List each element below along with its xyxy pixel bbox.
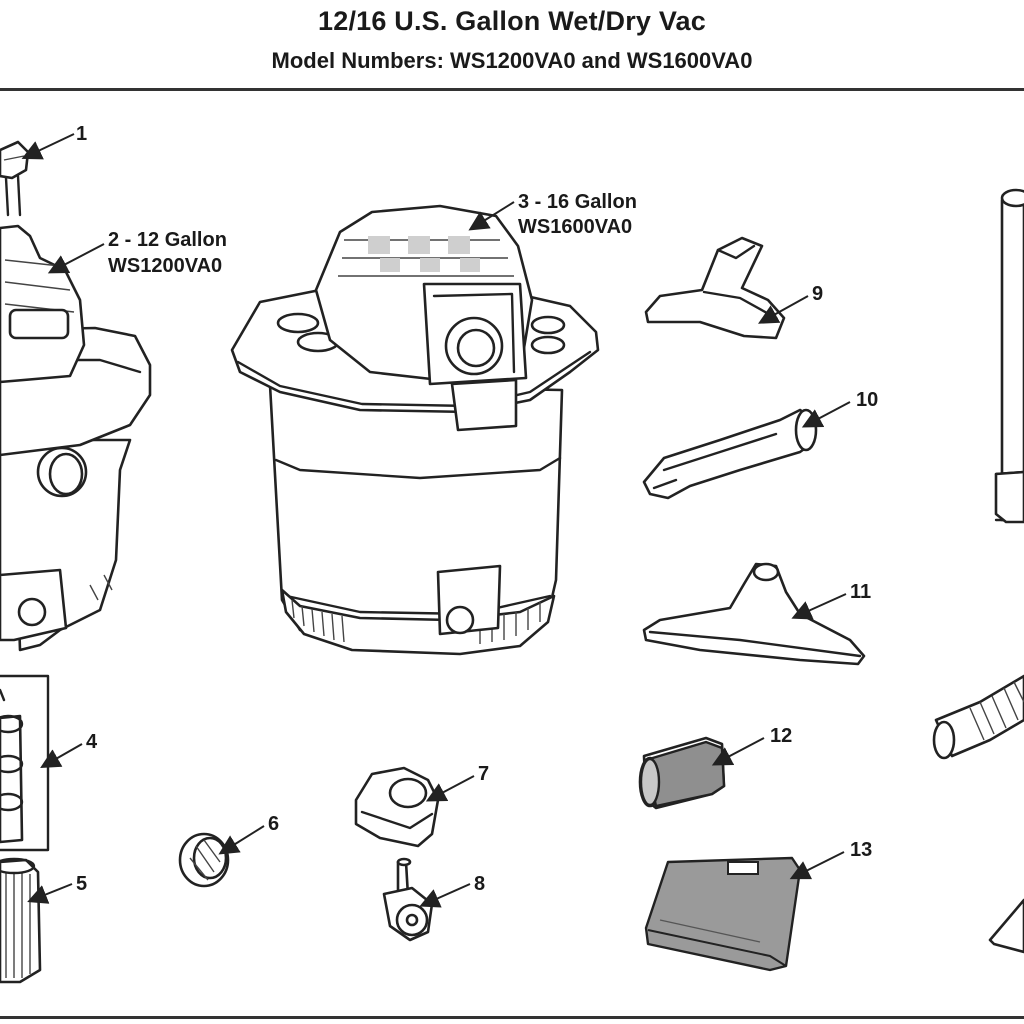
footer-divider — [0, 1016, 1024, 1019]
hose-partial — [932, 674, 1024, 760]
diagram-title: 12/16 U.S. Gallon Wet/Dry Vac — [318, 6, 706, 36]
callout-6: 6 — [268, 813, 279, 835]
accessory-partial — [988, 898, 1024, 954]
part-11-floor-nozzle — [642, 562, 866, 666]
callout-7: 7 — [478, 763, 489, 785]
header-divider — [0, 88, 1024, 91]
callout-11: 11 — [850, 581, 871, 603]
callout-9: 9 — [812, 283, 823, 305]
callout-2-line-2: WS1200VA0 — [108, 255, 222, 277]
part-3-16-gallon-vac — [230, 204, 600, 656]
callout-3-line-2: WS1600VA0 — [518, 216, 632, 238]
part-13-dust-bag — [644, 856, 802, 972]
callout-5: 5 — [76, 873, 87, 895]
diagram-header: 12/16 U.S. Gallon Wet/Dry Vac Model Numb… — [0, 0, 1024, 88]
part-8-caster-wheel — [382, 857, 434, 942]
callout-1: 1 — [76, 123, 87, 145]
part-5-cartridge-filter — [0, 857, 42, 984]
callout-12: 12 — [770, 725, 792, 747]
part-6-knob — [178, 832, 230, 888]
part-12-foam-sleeve — [638, 736, 726, 810]
callout-8: 8 — [474, 873, 485, 895]
callout-4: 4 — [86, 731, 98, 753]
callout-10: 10 — [856, 389, 878, 411]
part-10-crevice-tool — [642, 408, 818, 500]
part-7-clip — [354, 766, 440, 848]
part-9-upholstery-nozzle — [644, 236, 786, 340]
part-2-12-gallon-vac — [0, 224, 152, 652]
callout-2-line-1: 2 - 12 Gallon — [108, 229, 227, 251]
part-4-filter-cage — [0, 674, 50, 852]
leader-lines — [21, 133, 851, 908]
model-numbers: Model Numbers: WS1200VA0 and WS1600VA0 — [271, 48, 753, 73]
callout-13: 13 — [850, 839, 872, 861]
part-1-switch-knob — [0, 140, 30, 217]
callout-labels: 1 2 - 12 Gallon WS1200VA0 3 - 16 Gallon … — [76, 123, 878, 895]
callout-3-line-1: 3 - 16 Gallon — [518, 191, 637, 213]
extension-wand-partial — [994, 188, 1024, 524]
